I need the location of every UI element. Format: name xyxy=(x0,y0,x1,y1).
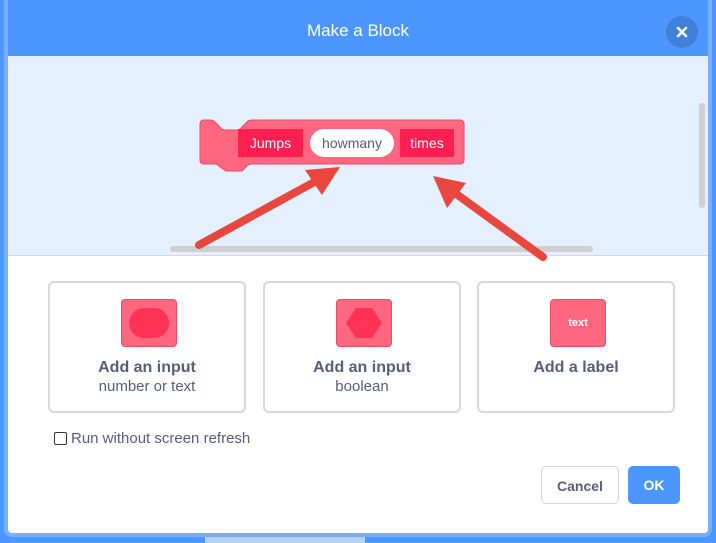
dialog-header: Make a Block xyxy=(8,0,708,56)
block-label-times[interactable]: times xyxy=(400,129,454,157)
run-without-refresh-row[interactable]: Run without screen refresh xyxy=(54,430,250,447)
close-button[interactable] xyxy=(666,16,698,48)
add-number-text-input-button[interactable]: Add an input number or text xyxy=(48,281,246,413)
option-subtitle: number or text xyxy=(98,378,196,395)
add-label-button[interactable]: text Add a label xyxy=(477,281,675,413)
workspace-vertical-scrollbar[interactable] xyxy=(699,103,705,208)
run-without-refresh-checkbox[interactable] xyxy=(54,432,67,445)
cancel-button[interactable]: Cancel xyxy=(541,466,619,504)
make-a-block-dialog: Make a Block Jumps howmany times Add an … xyxy=(4,0,712,537)
boolean-input-icon xyxy=(336,299,392,347)
add-boolean-input-button[interactable]: Add an input boolean xyxy=(263,281,461,413)
block-input-howmany[interactable]: howmany xyxy=(310,129,394,157)
label-icon-text: text xyxy=(568,317,588,329)
option-title: Add an input xyxy=(313,359,411,376)
ok-button[interactable]: OK xyxy=(628,466,680,504)
option-subtitle: boolean xyxy=(335,378,389,395)
label-icon: text xyxy=(550,299,606,347)
option-title: Add an input xyxy=(98,359,196,376)
number-input-icon xyxy=(121,299,177,347)
block-label-jumps[interactable]: Jumps xyxy=(238,129,303,157)
run-without-refresh-label[interactable]: Run without screen refresh xyxy=(71,430,251,447)
workspace-horizontal-scrollbar[interactable] xyxy=(170,246,593,252)
dialog-title: Make a Block xyxy=(306,21,410,40)
option-title: Add a label xyxy=(533,359,619,376)
close-icon xyxy=(676,26,688,38)
